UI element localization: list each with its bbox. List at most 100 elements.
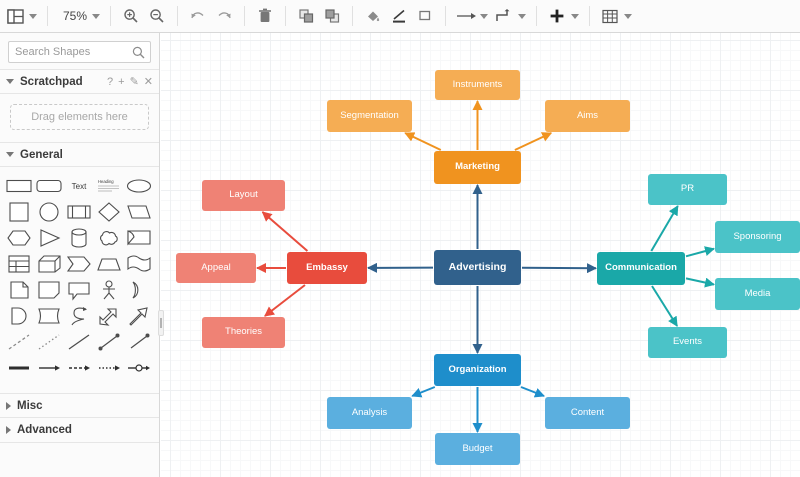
edge-marketing-to-segmentation[interactable]	[404, 132, 442, 151]
waypoints-dropdown-caret[interactable]	[518, 13, 527, 19]
node-organization[interactable]: Organization	[434, 354, 521, 386]
waypoints-icon[interactable]	[491, 3, 517, 29]
node-events[interactable]: Events	[648, 327, 727, 358]
close-icon[interactable]: ✕	[143, 76, 153, 88]
shape-trapezoid-icon[interactable]	[94, 251, 124, 277]
shape-cube-icon[interactable]	[34, 251, 64, 277]
edge-communication-to-sponsoring[interactable]	[685, 246, 715, 258]
shape-parallelogram-icon[interactable]	[124, 199, 154, 225]
shape-tape-icon[interactable]	[124, 251, 154, 277]
connector-arrow-icon[interactable]	[34, 355, 64, 381]
node-aims[interactable]: Aims	[545, 100, 630, 132]
node-layout[interactable]: Layout	[202, 180, 285, 211]
line-dashed-icon[interactable]	[4, 329, 34, 355]
shape-block-arrow-icon[interactable]	[124, 303, 154, 329]
shape-cylinder-icon[interactable]	[64, 225, 94, 251]
table-dropdown-caret[interactable]	[624, 13, 633, 19]
shape-rounded-rectangle-icon[interactable]	[34, 173, 64, 199]
shape-ellipse-icon[interactable]	[124, 173, 154, 199]
shape-note-icon[interactable]	[34, 277, 64, 303]
sidebar-section-scratchpad[interactable]: Scratchpad ? + ✎ ✕	[0, 69, 159, 94]
connector-thick-line-icon[interactable]	[4, 355, 34, 381]
node-pr[interactable]: PR	[648, 174, 727, 205]
line-bidirectional-arrow-icon[interactable]	[94, 329, 124, 355]
zoom-out-icon[interactable]	[144, 3, 170, 29]
search-input[interactable]	[9, 46, 150, 58]
shape-diamond-icon[interactable]	[94, 199, 124, 225]
add-icon[interactable]: +	[118, 75, 125, 88]
sidebar-section-misc[interactable]: Misc	[0, 393, 159, 418]
insert-plus-icon[interactable]	[544, 3, 570, 29]
table-icon[interactable]	[597, 3, 623, 29]
to-front-icon[interactable]	[293, 3, 319, 29]
shape-double-arrow-icon[interactable]	[94, 303, 124, 329]
edge-communication-to-pr[interactable]	[650, 205, 679, 252]
connector-dashed-arrow-icon[interactable]	[64, 355, 94, 381]
search-shapes-box[interactable]	[8, 41, 151, 63]
zoom-in-icon[interactable]	[118, 3, 144, 29]
layout-panel-icon[interactable]	[2, 3, 28, 29]
shape-triangle-icon[interactable]	[34, 225, 64, 251]
edge-communication-to-media[interactable]	[685, 277, 715, 288]
view-dropdown-caret[interactable]	[29, 13, 37, 19]
redo-icon[interactable]	[211, 3, 237, 29]
shape-document-icon[interactable]	[4, 277, 34, 303]
shape-square-icon[interactable]	[4, 199, 34, 225]
shape-circle-icon[interactable]	[34, 199, 64, 225]
node-communication[interactable]: Communication	[597, 252, 685, 285]
connector-dotted-arrow-icon[interactable]	[94, 355, 124, 381]
node-appeal[interactable]: Appeal	[176, 253, 256, 283]
connection-dropdown-caret[interactable]	[480, 13, 489, 19]
shape-rectangle-icon[interactable]	[4, 173, 34, 199]
edit-icon[interactable]: ✎	[129, 76, 139, 88]
undo-icon[interactable]	[185, 3, 211, 29]
sidebar-splitter-handle[interactable]	[158, 310, 164, 336]
shadow-icon[interactable]	[412, 3, 438, 29]
shape-text-icon[interactable]: Text	[64, 173, 94, 199]
edge-embassy-to-theories[interactable]	[264, 284, 306, 317]
shape-half-circle-icon[interactable]	[4, 303, 34, 329]
connector-circle-arrow-icon[interactable]	[124, 355, 154, 381]
shape-process-icon[interactable]	[64, 199, 94, 225]
line-dotted-icon[interactable]	[34, 329, 64, 355]
fill-color-icon[interactable]	[360, 3, 386, 29]
shape-s-curve-icon[interactable]	[64, 303, 94, 329]
node-budget[interactable]: Budget	[435, 433, 520, 465]
sidebar-section-advanced[interactable]: Advanced	[0, 418, 159, 443]
zoom-dropdown-caret[interactable]	[92, 13, 101, 19]
node-content[interactable]: Content	[545, 397, 630, 429]
help-icon[interactable]: ?	[107, 75, 114, 88]
sidebar-section-general[interactable]: General	[0, 142, 159, 167]
shape-callout-icon[interactable]	[124, 225, 154, 251]
shape-table-icon[interactable]	[4, 251, 34, 277]
line-solid-icon[interactable]	[64, 329, 94, 355]
node-theories[interactable]: Theories	[202, 317, 285, 348]
scratchpad-dropzone[interactable]: Drag elements here	[10, 104, 149, 130]
edge-embassy-to-layout[interactable]	[261, 211, 309, 252]
edge-organization-to-analysis[interactable]	[411, 386, 436, 398]
line-arrow-icon[interactable]	[124, 329, 154, 355]
edge-communication-to-events[interactable]	[651, 285, 678, 327]
zoom-level-label[interactable]: 75%	[63, 9, 88, 23]
edge-marketing-to-aims[interactable]	[514, 132, 553, 151]
node-analysis[interactable]: Analysis	[327, 397, 412, 429]
to-back-icon[interactable]	[319, 3, 345, 29]
shape-step-icon[interactable]	[64, 251, 94, 277]
node-instruments[interactable]: Instruments	[435, 70, 520, 100]
shape-hexagon-icon[interactable]	[4, 225, 34, 251]
line-color-icon[interactable]	[386, 3, 412, 29]
delete-icon[interactable]	[252, 3, 278, 29]
shape-cloud-icon[interactable]	[94, 225, 124, 251]
shape-crescent-icon[interactable]	[124, 277, 154, 303]
insert-dropdown-caret[interactable]	[571, 13, 580, 19]
edge-organization-to-content[interactable]	[520, 386, 545, 398]
node-embassy[interactable]: Embassy	[287, 252, 367, 284]
shape-textbox-icon[interactable]: Heading	[94, 173, 124, 199]
node-marketing[interactable]: Marketing	[434, 151, 521, 184]
shape-card-icon[interactable]	[34, 303, 64, 329]
shape-speech-bubble-icon[interactable]	[64, 277, 94, 303]
shape-actor-icon[interactable]	[94, 277, 124, 303]
node-media[interactable]: Media	[715, 278, 800, 310]
connection-arrow-icon[interactable]	[453, 3, 479, 29]
